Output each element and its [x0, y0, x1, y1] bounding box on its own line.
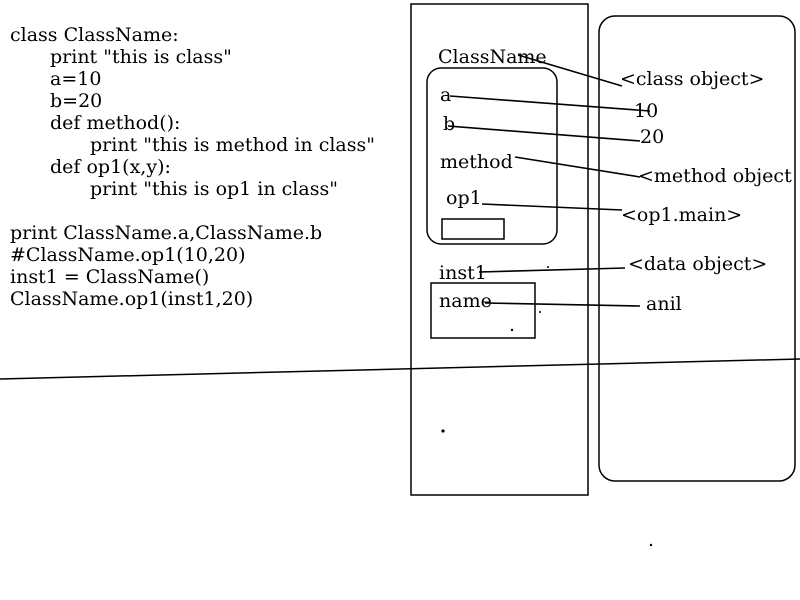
code-listing: class ClassName:print "this is class"a=1… — [10, 24, 375, 310]
namespace-frame — [410, 3, 589, 496]
class-object-label: <class object> — [620, 68, 764, 90]
stray-dot — [649, 543, 653, 547]
ref-inst1-to-data-object — [478, 267, 626, 273]
code-line: #ClassName.op1(10,20) — [10, 244, 246, 266]
label-a: a — [440, 84, 451, 106]
ref-classname-to-class-object — [517, 54, 623, 87]
code-line: def op1(x,y): — [50, 156, 171, 178]
ref-a-to-ten — [449, 95, 651, 112]
code-line: b=20 — [50, 90, 103, 112]
code-line: print "this is class" — [50, 46, 232, 68]
op1-main-label: <op1.main> — [621, 204, 742, 226]
ref-method-to-method-object — [514, 156, 641, 178]
label-inst1: inst1 — [439, 262, 487, 284]
label-op1: op1 — [446, 187, 482, 209]
code-line: print "this is op1 in class" — [90, 178, 338, 200]
value-twenty: 20 — [640, 126, 664, 148]
label-name: name — [439, 290, 492, 312]
code-line: inst1 = ClassName() — [10, 266, 210, 288]
data-object-label: <data object> — [628, 253, 767, 275]
instance-namespace-box — [430, 282, 536, 339]
object-heap-frame — [598, 15, 796, 482]
divider-line — [0, 358, 800, 380]
stray-dot — [547, 266, 549, 268]
empty-slot-box — [441, 218, 505, 240]
stray-dot — [441, 429, 445, 433]
code-line: print ClassName.a,ClassName.b — [10, 222, 323, 244]
class-namespace-box — [426, 67, 558, 245]
code-line: ClassName.op1(inst1,20) — [10, 288, 254, 310]
ref-name-to-anil — [484, 302, 641, 307]
stray-dot — [539, 311, 541, 313]
label-class-name: ClassName — [438, 46, 547, 68]
code-line: class ClassName: — [10, 24, 179, 46]
ref-op1-to-op1-main — [481, 203, 623, 211]
code-line: print "this is method in class" — [90, 134, 375, 156]
stray-dot — [510, 328, 514, 332]
label-method: method — [440, 151, 513, 173]
ref-b-to-twenty — [447, 125, 641, 142]
label-b: b — [443, 113, 455, 135]
code-line: def method(): — [50, 112, 181, 134]
code-line: a=10 — [50, 68, 102, 90]
anil-value: anil — [646, 293, 682, 315]
method-object-label: <method object — [638, 165, 792, 187]
